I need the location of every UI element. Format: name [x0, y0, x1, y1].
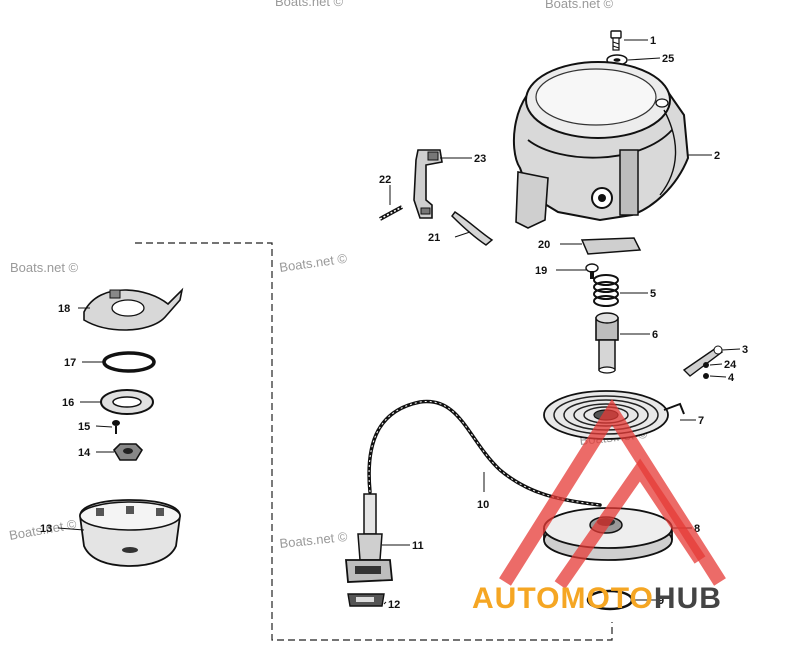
washer-center-hole — [112, 396, 142, 408]
callout-22: 22 — [379, 174, 391, 186]
callout-24: 24 — [724, 359, 737, 371]
watermark: Boats.net © — [278, 251, 348, 275]
callout-20: 20 — [538, 239, 550, 251]
callout-6: 6 — [652, 329, 658, 341]
automotohub-logo: AUTOMOTOHUB — [472, 398, 726, 615]
callout-4: 4 — [728, 372, 735, 384]
watermark: Boats.net © — [10, 260, 79, 275]
callout-13: 13 — [40, 523, 52, 535]
part-link-bracket — [682, 345, 724, 377]
part-handle-insert — [347, 593, 385, 607]
part-retainer-24 — [703, 362, 709, 368]
callout-14: 14 — [78, 447, 91, 459]
callout-18: 18 — [58, 303, 70, 315]
callout-3: 3 — [742, 344, 748, 356]
callout-19: 19 — [535, 265, 547, 277]
callout-10: 10 — [477, 499, 489, 511]
callout-12: 12 — [388, 599, 400, 611]
callout-5: 5 — [650, 288, 656, 300]
part-o-ring — [102, 351, 156, 373]
part-small-screw — [585, 263, 599, 279]
callout-25: 25 — [662, 53, 674, 65]
part-pin — [379, 205, 403, 221]
callout-17: 17 — [64, 357, 76, 369]
logo-text-hub: HUB — [654, 582, 722, 615]
callout-8: 8 — [694, 523, 700, 535]
rope-texture — [368, 401, 601, 506]
part-screw — [610, 30, 622, 51]
part-pawl-plate — [83, 287, 184, 331]
callout-23: 23 — [474, 153, 486, 165]
part-spring-clip — [451, 210, 494, 246]
logo-text-moto: MOTO — [560, 582, 653, 615]
callout-21: 21 — [428, 232, 440, 244]
part-starter-cup — [79, 499, 181, 567]
part-starter-handle — [345, 493, 393, 583]
callout-11: 11 — [412, 540, 424, 552]
watermark: Boats.net © — [545, 0, 614, 11]
part-coil-spring — [593, 274, 619, 307]
callout-1: 1 — [650, 35, 656, 47]
part-plate — [580, 237, 642, 255]
part-hex-nut — [112, 443, 144, 461]
watermark: Boats.net © — [275, 0, 344, 9]
part-rewind-housing — [513, 61, 690, 229]
washer-hole — [613, 58, 621, 62]
callout-15: 15 — [78, 421, 90, 433]
callout-9: 9 — [658, 595, 664, 607]
callout-16: 16 — [62, 397, 74, 409]
callout-labels: 1 25 2 23 22 21 20 19 5 6 3 24 4 7 10 8 … — [40, 35, 748, 611]
callout-7: 7 — [698, 415, 704, 427]
group-bracket-line — [135, 242, 613, 641]
logo-text: AUTOMOTOHUB — [472, 582, 722, 615]
part-lockout-lever — [413, 149, 443, 219]
watermark: Boats.net © — [279, 529, 349, 551]
part-retaining-screw — [112, 420, 120, 434]
callout-2: 2 — [714, 150, 720, 162]
part-pulley — [543, 507, 673, 561]
logo-text-auto: AUTO — [472, 582, 560, 615]
leader-lines — [57, 39, 741, 605]
part-plunger — [595, 312, 619, 374]
part-retainer-4 — [703, 373, 709, 379]
logo-triangle-inner — [554, 458, 706, 589]
